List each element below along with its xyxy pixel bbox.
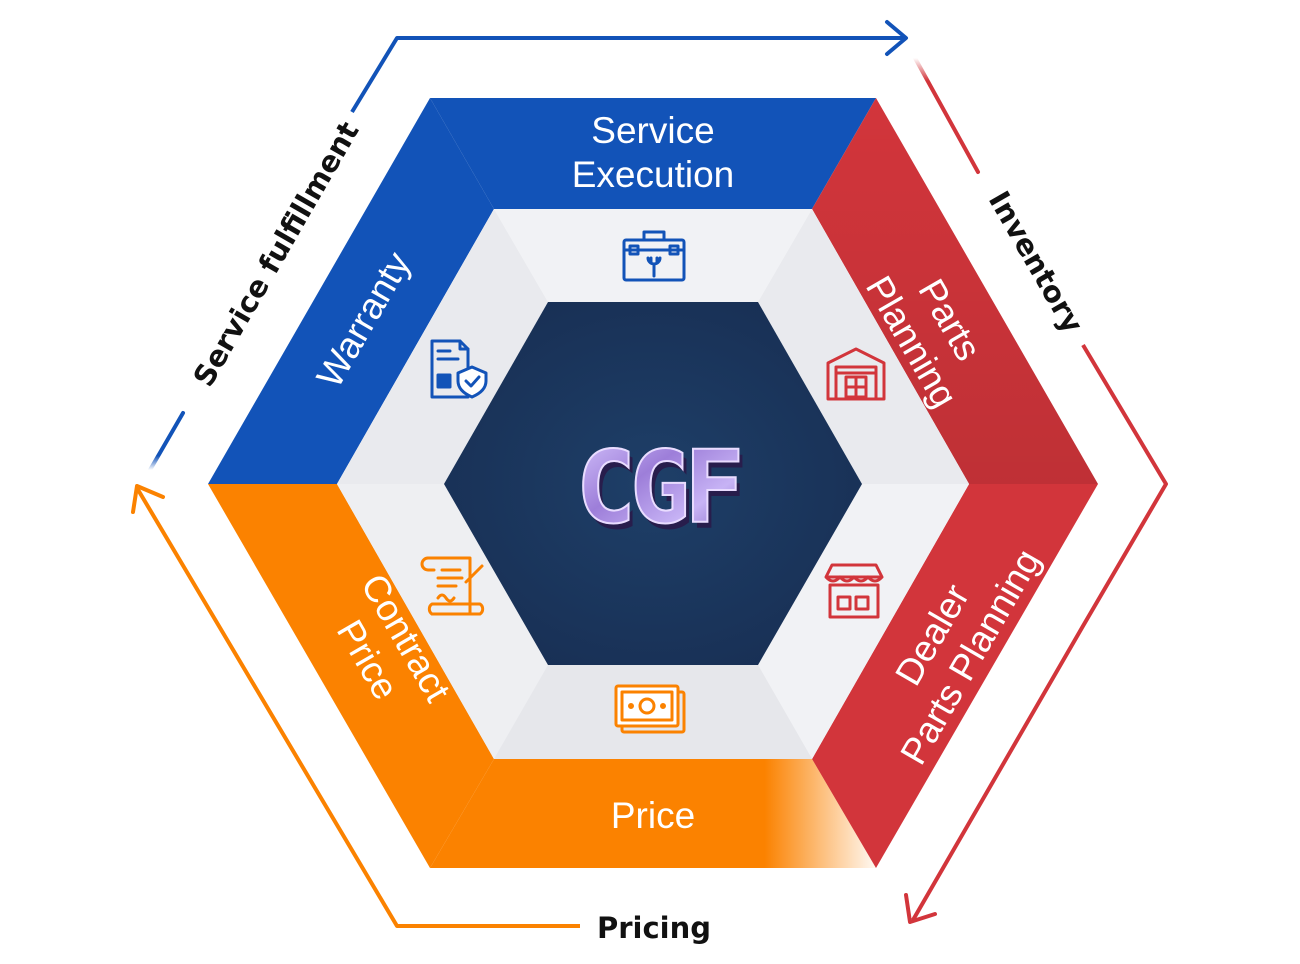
pricing-label: Pricing (597, 911, 711, 945)
segment-dealer-parts-planning (812, 484, 1098, 868)
service-execution-label-line2: Execution (572, 154, 735, 195)
service-fulfillment-arrow (148, 20, 908, 472)
center-hexagon (444, 302, 862, 665)
inventory-arrow (904, 56, 1168, 924)
segment-service-execution (430, 98, 876, 209)
segment-parts-planning (812, 98, 1098, 484)
toolbox-wrench-icon (622, 230, 686, 282)
storefront-icon (824, 563, 884, 619)
pricing-arrow (131, 484, 902, 928)
segment-contract-price (208, 484, 494, 868)
contract-scroll-icon (420, 556, 485, 616)
cash-icon (614, 684, 686, 734)
segment-price (430, 759, 876, 868)
svg-text:CGF: CGF (576, 429, 739, 546)
svg-text:CGF: CGF (580, 435, 743, 552)
cgf-logo: CGF CGF (575, 428, 749, 552)
service-execution-label-line1: Service (591, 110, 714, 151)
price-label: Price (611, 795, 695, 836)
document-shield-icon (430, 339, 488, 399)
warehouse-icon (826, 347, 886, 401)
segment-warranty (208, 98, 494, 484)
